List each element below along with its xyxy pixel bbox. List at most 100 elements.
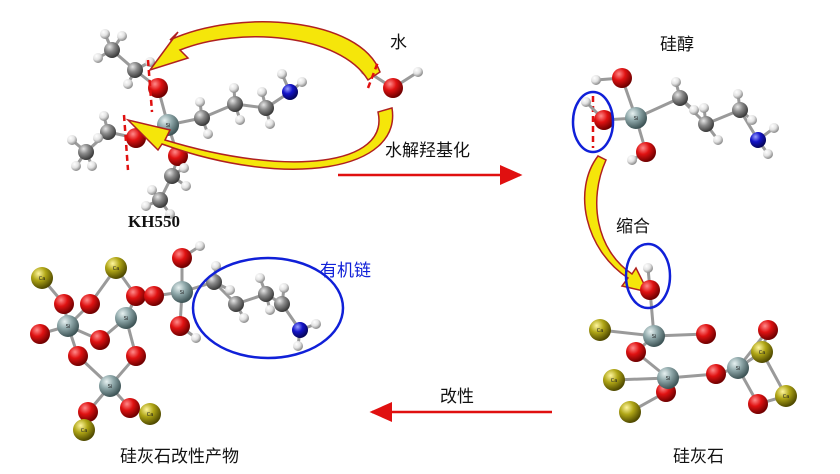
hydrogen-atom	[191, 333, 201, 343]
water-label: 水	[390, 33, 407, 53]
hydrogen-atom	[179, 163, 189, 173]
carbon-atom	[206, 274, 222, 290]
hydrogen-atom	[769, 123, 779, 133]
nitrogen-atom	[282, 84, 298, 100]
condensation-label: 缩合	[616, 217, 650, 237]
calcium-atom	[105, 257, 127, 279]
hydrogen-atom	[627, 155, 637, 165]
hydrogen-atom	[229, 83, 239, 93]
organic-chain-circle	[191, 256, 345, 360]
hydrogen-atom	[293, 341, 303, 351]
oxygen-atom	[30, 324, 50, 344]
oxygen-atom	[706, 364, 726, 384]
silicon-atom	[727, 357, 749, 379]
hydrogen-atom	[225, 285, 235, 295]
silicon-atom	[171, 281, 193, 303]
oxygen-atom	[54, 294, 74, 314]
calcium-atom	[31, 267, 53, 289]
wollastonite-label: 硅灰石	[673, 447, 724, 467]
atom-label: Si	[166, 123, 171, 129]
hydrogen-atom	[733, 89, 743, 99]
hydrogen-atom	[117, 31, 127, 41]
hydrogen-atom	[147, 185, 157, 195]
hydrolysis-label: 水解羟基化	[385, 141, 470, 161]
oxygen-atom	[636, 142, 656, 162]
oxygen-atom	[758, 320, 778, 340]
oxygen-atom	[696, 324, 716, 344]
silicon-atom	[643, 325, 665, 347]
silicon-atom	[115, 307, 137, 329]
modified-product-label: 硅灰石改性产物	[120, 447, 239, 467]
oxygen-atom	[383, 78, 403, 98]
hydrogen-atom	[763, 149, 773, 159]
carbon-atom	[258, 286, 274, 302]
wollastonite-oh-circle	[624, 242, 672, 310]
silicon-atom	[657, 367, 679, 389]
oxygen-atom	[90, 330, 110, 350]
oxygen-atom	[594, 110, 614, 130]
hydrogen-atom	[203, 129, 213, 139]
atom-label: Si	[666, 376, 671, 382]
kh550-label: KH550	[128, 212, 180, 231]
cut-line-3	[366, 61, 380, 89]
oxygen-atom	[144, 286, 164, 306]
hydrogen-atom	[591, 75, 601, 85]
nitrogen-atom	[750, 132, 766, 148]
cut-line-2	[122, 114, 130, 171]
atom-label: Si	[66, 324, 71, 330]
hydrogen-atom	[181, 181, 191, 191]
carbon-atom	[164, 168, 180, 184]
carbon-atom	[672, 90, 688, 106]
calcium-atom	[589, 319, 611, 341]
hydrogen-atom	[100, 29, 110, 39]
cut-line-1	[146, 59, 154, 113]
hydrogen-atom	[265, 305, 275, 315]
hydrogen-atom	[581, 97, 591, 107]
modification-label: 改性	[440, 387, 474, 407]
atom-label: Ca	[611, 378, 618, 384]
hydrogen-atom	[699, 103, 709, 113]
hydrogen-atom	[255, 273, 265, 283]
hydrogen-atom	[123, 79, 133, 89]
atom-label: Si	[634, 116, 639, 122]
hydrogen-atom	[99, 111, 109, 121]
hydrogen-atom	[689, 105, 699, 115]
calcium-atom	[751, 341, 773, 363]
hydrogen-atom	[71, 161, 81, 171]
hydrogen-atom	[93, 53, 103, 63]
oxygen-atom	[148, 78, 168, 98]
carbon-atom	[78, 144, 94, 160]
hydrogen-atom	[195, 241, 205, 251]
calcium-atom	[73, 419, 95, 441]
atom-label: Ca	[147, 412, 154, 418]
atom-label: Ca	[759, 350, 766, 356]
oxygen-atom	[612, 68, 632, 88]
calcium-atom	[139, 403, 161, 425]
carbon-atom	[274, 296, 290, 312]
atom-label: Si	[736, 366, 741, 372]
carbon-atom	[104, 42, 120, 58]
hydrogen-atom	[235, 115, 245, 125]
silicon-atom	[625, 107, 647, 129]
silicon-atom	[57, 315, 79, 337]
hydrogen-atom	[93, 133, 103, 143]
hydrogen-atom	[297, 77, 307, 87]
hydrogen-atom	[279, 283, 289, 293]
silicon-atom	[99, 375, 121, 397]
oxygen-atom	[68, 346, 88, 366]
hydrogen-atom	[87, 161, 97, 171]
carbon-atom	[228, 296, 244, 312]
oxygen-atom	[748, 394, 768, 414]
oxygen-atom	[126, 286, 146, 306]
hydrogen-atom	[671, 77, 681, 87]
carbon-atom	[194, 110, 210, 126]
oxygen-atom	[170, 316, 190, 336]
hydrogen-atom	[165, 209, 175, 219]
hydrogen-atom	[195, 97, 205, 107]
oxygen-atom	[120, 398, 140, 418]
hydrogen-atom	[265, 119, 275, 129]
oxygen-atom	[172, 248, 192, 268]
